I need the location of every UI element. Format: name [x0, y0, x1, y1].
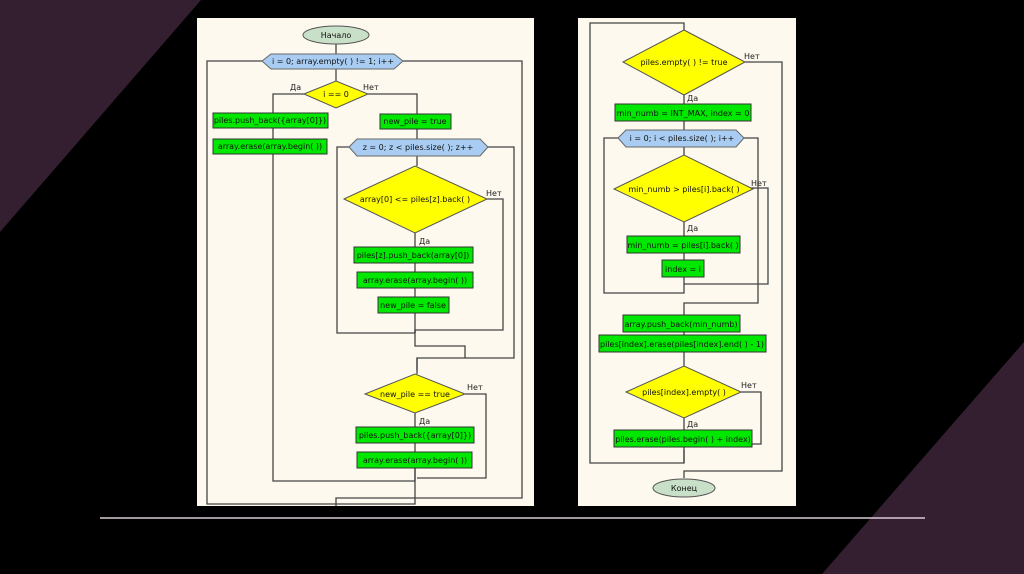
set-index-block	[661, 259, 705, 278]
decision-index-empty-label: piles[index].empty( )	[642, 388, 726, 397]
start-terminal	[302, 25, 370, 45]
outer-loop-block	[261, 53, 404, 70]
erase-pile-label: piles.erase(piles.begin( ) + index)	[615, 435, 751, 444]
decision-new-pile	[363, 373, 467, 414]
erase-last-block	[598, 334, 767, 353]
yes-label: Да	[687, 420, 698, 429]
erase-pile-block	[613, 429, 753, 448]
new-pile-false-label: new_pile = false	[380, 301, 446, 310]
new-erase-block	[356, 451, 473, 469]
no-label: Нет	[363, 83, 379, 92]
erase-last-label: piles[index].erase(piles[index].end( ) -…	[600, 340, 764, 349]
flowchart-panel-right: piles.empty( ) != true Нет Да min_numb =…	[578, 18, 796, 506]
start-label: Начало	[321, 31, 352, 40]
end-terminal	[652, 478, 716, 498]
pile-erase-block	[356, 271, 474, 289]
inner-loop-block	[348, 138, 489, 157]
yes-label: Да	[419, 237, 430, 246]
push-min-block	[622, 314, 741, 333]
decision-new-pile-label: new_pile == true	[380, 390, 450, 399]
yes-label: Да	[687, 224, 698, 233]
yes-label: Да	[687, 94, 698, 103]
init-min-block	[614, 103, 752, 122]
no-label: Нет	[741, 381, 757, 390]
connectors	[206, 44, 523, 506]
first-push-block	[212, 112, 329, 129]
outer-loop-label: i = 0; array.empty( ) != 1; i++	[272, 57, 394, 66]
new-erase-label: array.erase(array.begin( ))	[363, 456, 467, 465]
loop-block	[617, 129, 745, 148]
decor-triangle-top-left	[0, 0, 201, 232]
no-label: Нет	[751, 179, 767, 188]
new-push-block	[355, 426, 475, 444]
flowchart-panel-left: Начало i = 0; array.empty( ) != 1; i++ i…	[197, 18, 534, 506]
pile-push-label: piles[z].push_back(array[0])	[357, 251, 470, 260]
new-pile-false-block	[377, 296, 450, 314]
new-pile-true-block	[379, 113, 452, 130]
decision-index-empty	[624, 365, 743, 419]
first-push-label: piles.push_back({array[0]})	[214, 116, 326, 125]
yes-label: Да	[290, 83, 301, 92]
first-erase-label: array.erase(array.begin( ))	[218, 142, 322, 151]
decision-compare	[342, 165, 489, 234]
no-label: Нет	[744, 52, 760, 61]
set-min-block	[626, 235, 741, 254]
new-push-label: piles.push_back({array[0]})	[359, 431, 471, 440]
push-min-label: array.push_back(min_numb)	[624, 320, 737, 329]
set-index-label: index = i	[665, 265, 701, 274]
no-label: Нет	[486, 189, 502, 198]
decision-piles-empty-label: piles.empty( ) != true	[640, 58, 727, 67]
new-pile-true-label: new_pile = true	[383, 117, 446, 126]
first-erase-block	[212, 138, 328, 155]
pile-push-block	[353, 246, 474, 264]
connectors	[589, 22, 783, 478]
loop-label: i = 0; i < piles.size( ); i++	[630, 134, 735, 143]
pile-erase-label: array.erase(array.begin( ))	[363, 276, 467, 285]
decision-min-label: min_numb > piles[i].back( )	[628, 185, 739, 194]
inner-loop-label: z = 0; z < piles.size( ); z++	[363, 143, 474, 152]
yes-label: Да	[419, 417, 430, 426]
decision-compare-label: array[0] <= piles[z].back( )	[360, 195, 470, 204]
decision-min	[612, 154, 755, 223]
set-min-label: min_numb = piles[i].back( )	[627, 241, 738, 250]
decision-piles-empty	[621, 29, 747, 96]
init-min-label: min_numb = INT_MAX, index = 0	[617, 109, 750, 118]
decor-triangle-bottom-right	[822, 342, 1024, 574]
decision-i-zero-label: i == 0	[323, 90, 349, 99]
decision-i-zero	[302, 80, 370, 109]
end-label: Конец	[671, 484, 698, 493]
no-label: Нет	[467, 383, 483, 392]
